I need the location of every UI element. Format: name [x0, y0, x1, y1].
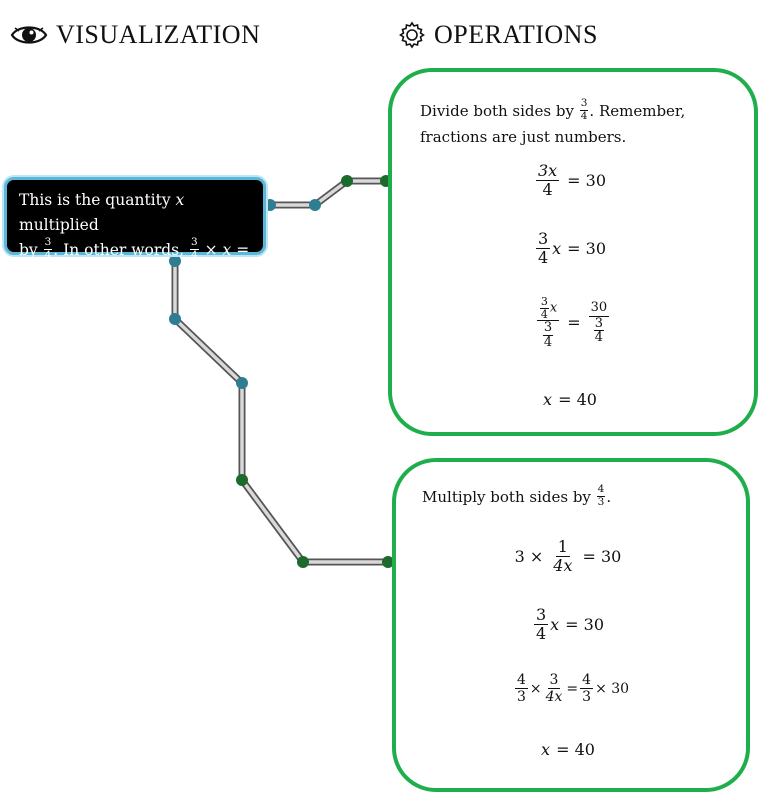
node-teal [309, 199, 321, 211]
tooltip-text: This is the quantity [19, 191, 176, 209]
visualization-header: VISUALIZATION [10, 20, 260, 50]
connector-to-card2 [171, 256, 392, 566]
node-teal [236, 377, 248, 389]
node-teal [264, 199, 276, 211]
tooltip-text: . In other words, [53, 241, 189, 259]
eye-icon [10, 26, 48, 44]
connector-to-card1 [258, 177, 390, 209]
tooltip-text: multiplied [19, 216, 99, 234]
tooltip-variable: x [222, 241, 232, 259]
node-green [341, 175, 353, 187]
equation-result: x= 40 [541, 740, 595, 759]
tooltip-variable: x [175, 191, 185, 209]
tooltip-text: by [19, 241, 43, 259]
equation-result: x= 40 [543, 390, 597, 409]
node-green [297, 556, 309, 568]
operations-header: OPERATIONS [398, 20, 598, 50]
node-green [382, 556, 394, 568]
visualization-title: VISUALIZATION [56, 20, 261, 49]
node-teal [169, 255, 181, 267]
node-teal [169, 313, 181, 325]
operations-title: OPERATIONS [434, 20, 598, 49]
node-green [236, 474, 248, 486]
gear-icon [399, 21, 425, 49]
tooltip-text: × [204, 241, 223, 259]
tooltip-text: = 30. [19, 241, 250, 284]
